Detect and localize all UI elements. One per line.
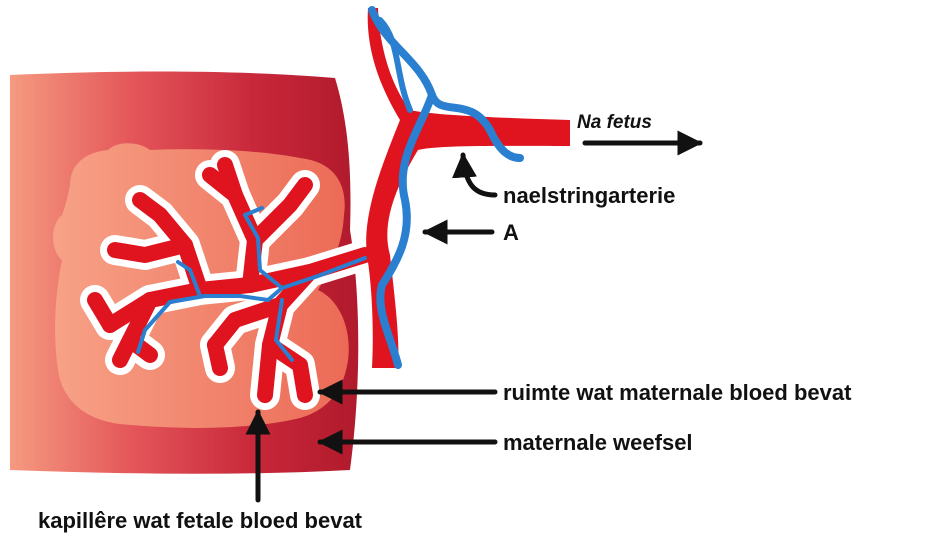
label-capillary-fetal-blood: kapillêre wat fetale bloed bevat bbox=[38, 508, 363, 533]
label-to-fetus: Na fetus bbox=[577, 112, 652, 133]
label-umbilical-artery: naelstringarterie bbox=[503, 183, 675, 208]
arrow-umbilical-artery bbox=[463, 155, 495, 195]
label-maternal-tissue: maternale weefsel bbox=[503, 430, 693, 455]
label-space-maternal-blood: ruimte wat maternale bloed bevat bbox=[503, 380, 852, 405]
label-a: A bbox=[503, 220, 519, 245]
